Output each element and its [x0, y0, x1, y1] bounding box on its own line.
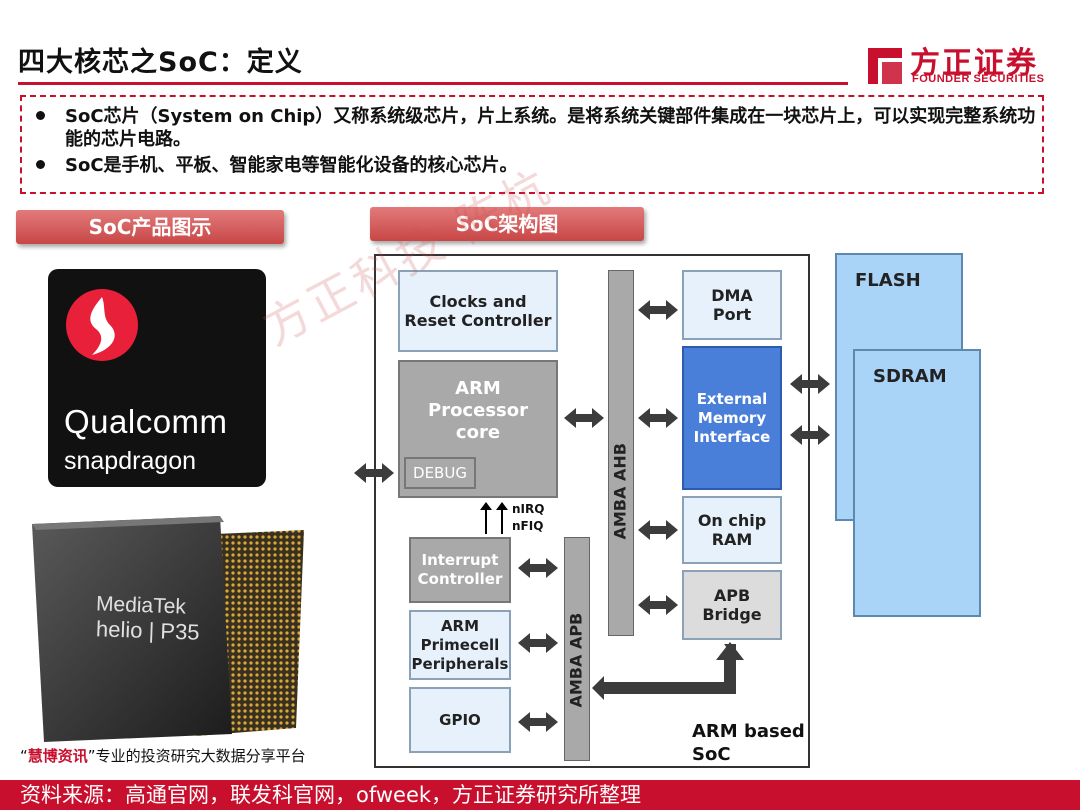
architecture-section-header: SoC架构图	[370, 207, 644, 241]
nirq-label: nIRQ	[512, 502, 545, 516]
source-note: “慧博资讯”专业的投资研究大数据分享平台	[20, 745, 306, 766]
amba-apb-bus	[564, 537, 590, 761]
gpio-apb-arrow-icon	[518, 712, 558, 732]
primecell-apb-arrow-icon	[518, 633, 558, 653]
bullet-item: SoC芯片（System on Chip）又称系统级芯片，片上系统。是将系统关键…	[36, 105, 1040, 151]
on-chip-ram: On chip RAM	[682, 496, 782, 564]
soc-boundary	[374, 254, 810, 768]
page-title: 四大核芯之SoC：定义	[18, 47, 303, 78]
soc-label: ARM based SoC	[692, 721, 805, 765]
snapdragon-flame-icon	[66, 289, 138, 361]
snapdragon-product: snapdragon	[64, 447, 197, 475]
onchip-ahb-arrow-icon	[638, 520, 678, 540]
interrupt-apb-arrow-icon	[518, 558, 558, 578]
definition-box: SoC芯片（System on Chip）又称系统级芯片，片上系统。是将系统关键…	[20, 95, 1044, 194]
logo-en-text: FOUNDER SECURITIES	[912, 73, 1045, 85]
source-quote-close: ”	[87, 747, 96, 765]
clocks-reset-controller: Clocks and Reset Controller	[398, 270, 558, 352]
gpio-block: GPIO	[409, 687, 511, 753]
bridge-apb-connector-icon	[592, 642, 744, 700]
source-quote-open: “	[20, 747, 28, 765]
qualcomm-chip-image: Qualcomm snapdragon	[44, 265, 272, 495]
arm-primecell-peripherals: ARM Primecell Peripherals	[409, 610, 511, 680]
source-brand: 慧博资讯	[27, 747, 88, 765]
dma-ahb-arrow-icon	[638, 300, 678, 320]
soc-diagram: FLASH SDRAM Clocks and Reset Controller …	[354, 253, 981, 768]
mediatek-chip-image: MediaTek helio | P35	[20, 510, 310, 742]
founder-logo: 方正证券 FOUNDER SECURITIES	[862, 40, 1062, 92]
core-ahb-arrow-icon	[564, 408, 604, 428]
debug-block: DEBUG	[404, 457, 476, 489]
amba-ahb-bus	[608, 270, 634, 636]
bullet-item: SoC是手机、平板、智能家电等智能化设备的核心芯片。	[36, 154, 1040, 177]
nfiq-label: nFIQ	[512, 519, 544, 533]
title-divider	[18, 82, 848, 85]
external-memory-interface: External Memory Interface	[682, 346, 782, 490]
mediatek-chip-graphic	[32, 516, 304, 742]
sdram-memory: SDRAM	[853, 349, 981, 617]
bullet-dot-icon	[36, 110, 45, 120]
arrows-layer	[354, 300, 830, 732]
emi-ahb-arrow-icon	[638, 408, 678, 428]
emi-sdram-arrow-icon	[790, 425, 830, 445]
founder-logo-icon	[868, 48, 902, 84]
dma-port: DMA Port	[682, 270, 782, 340]
bridge-ahb-arrow-icon	[638, 595, 678, 615]
product-section-header: SoC产品图示	[16, 210, 284, 244]
qualcomm-brand: Qualcomm	[64, 403, 228, 440]
bullet-text: SoC芯片（System on Chip）又称系统级芯片，片上系统。是将系统关键…	[65, 106, 1036, 150]
apb-bridge: APB Bridge	[682, 570, 782, 640]
external-left-arrow-icon	[354, 463, 394, 483]
interrupt-controller: Interrupt Controller	[409, 537, 511, 603]
source-footer: 资料来源：高通官网，联发科官网，ofweek，方正证券研究所整理	[0, 780, 1080, 810]
source-tagline: 专业的投资研究大数据分享平台	[95, 747, 306, 765]
bullet-text: SoC是手机、平板、智能家电等智能化设备的核心芯片。	[65, 155, 518, 176]
qualcomm-chip-body: Qualcomm snapdragon	[48, 269, 266, 487]
interrupt-up-arrows-icon	[480, 502, 508, 534]
bullet-dot-icon	[36, 159, 45, 169]
logo-cn-text: 方正证券	[910, 46, 1038, 81]
emi-flash-arrow-icon	[790, 374, 830, 394]
